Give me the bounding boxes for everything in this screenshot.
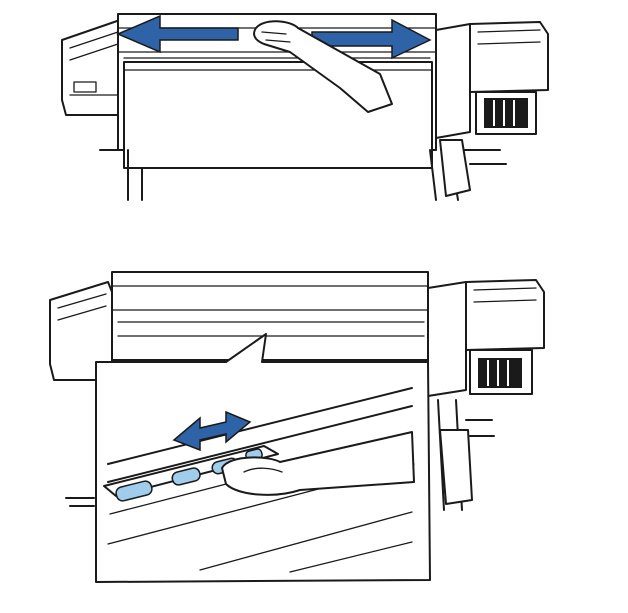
stand [99,139,507,201]
ink-cartridges [484,98,528,128]
ink-cartridges [478,358,522,388]
printer-body [111,271,429,361]
printer-illustration-top [61,13,549,201]
hand-icon [221,431,415,496]
right-housing [427,279,545,397]
media-sheet [123,61,433,169]
printer-illustration-bottom [49,271,545,583]
step-2-illustration [0,250,628,613]
double-arrow-icon [172,410,252,452]
right-housing [435,21,549,139]
callout-magnifier [95,333,431,583]
left-housing [61,19,126,116]
step-1-illustration [0,0,628,220]
hand-icon [253,20,393,113]
stand [65,399,495,511]
double-arrow-icon [116,14,432,60]
